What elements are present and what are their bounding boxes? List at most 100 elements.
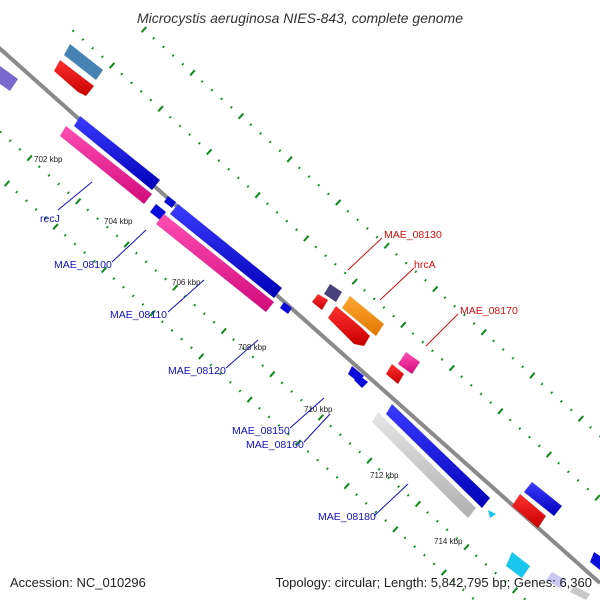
tick-dot: [335, 475, 339, 479]
tick-dot: [47, 173, 51, 177]
tick-dot: [469, 383, 473, 387]
tick-dot: [413, 545, 417, 549]
tick-dot: [395, 252, 398, 256]
tick-dot: [472, 322, 476, 326]
tick-dot: [528, 435, 531, 439]
tick-dot: [545, 451, 553, 458]
tick-dot: [162, 45, 165, 49]
tick-dot: [164, 277, 167, 281]
tick-dot: [149, 309, 156, 317]
tick-dot: [443, 296, 447, 300]
tick-dot: [550, 391, 554, 395]
tick-dot: [278, 149, 282, 153]
tick-dot: [324, 254, 327, 258]
tick-dot: [480, 328, 487, 336]
tick-dot: [171, 54, 175, 58]
genome-backbone: [0, 46, 600, 585]
tick-dot: [170, 328, 174, 332]
gene-label-MAE_08100: MAE_08100: [54, 259, 112, 271]
tick-dot: [306, 450, 310, 453]
tick-dot: [123, 241, 130, 248]
leader-MAE_08120: [225, 339, 259, 369]
tick-dot: [105, 225, 109, 229]
tick-dot: [489, 401, 493, 405]
tick-dot: [217, 159, 221, 163]
tick-dot: [375, 235, 379, 239]
tick-dot: [567, 470, 570, 474]
tick-dot: [26, 154, 33, 162]
tick-dot: [508, 418, 512, 422]
tick-dot: [209, 363, 213, 367]
tick-dot: [108, 62, 116, 69]
tick-dot: [37, 165, 41, 169]
leader-MAE_08130: [347, 237, 383, 271]
tick-dot: [100, 266, 108, 274]
tick-dot: [152, 36, 156, 40]
tick-dot: [404, 261, 408, 265]
tick-dot: [529, 372, 536, 379]
gene-blue-br-1: [524, 482, 562, 516]
tick-dot: [335, 199, 342, 206]
tick-dot: [86, 208, 90, 212]
tick-dot: [236, 176, 240, 180]
tick-dot: [238, 389, 242, 393]
gene-small-blue-3: [280, 302, 292, 314]
gene-MAE_08180-blue: [386, 404, 490, 508]
tick-dot: [461, 588, 465, 592]
leader-MAE_08180: [373, 483, 409, 517]
tick-dot: [71, 29, 75, 33]
gene-MAE_08100-blue: [170, 204, 282, 298]
tick-dot: [57, 182, 61, 186]
gene-labels-minus: recJ MAE_08100 MAE_08110 MAE_08120 MAE_0…: [40, 213, 376, 523]
tick-dot: [246, 396, 253, 403]
tick-dot: [440, 357, 444, 361]
tick-dot: [432, 285, 439, 293]
gene-red-mid: [312, 294, 328, 310]
gene-hrcA-orange: [342, 296, 384, 336]
tick-dot: [295, 228, 298, 232]
gene-purple-br: [546, 572, 566, 588]
gene-MAE_08110-pink: [156, 214, 274, 312]
tick-dot: [300, 398, 303, 402]
tick-dot: [557, 461, 561, 465]
tick-label-706: 706 kbp: [172, 278, 201, 287]
tick-dot: [198, 141, 201, 145]
tick-dot: [287, 432, 290, 436]
tick-dot: [397, 485, 400, 489]
tick-label-708: 708 kbp: [238, 343, 267, 352]
tick-dot: [317, 183, 321, 187]
gene-label-MAE_08170: MAE_08170: [460, 305, 518, 317]
tick-dot: [269, 370, 276, 378]
tick-dot: [172, 284, 179, 292]
tick-dot: [0, 130, 2, 134]
gene-small-blue-5: [354, 376, 368, 388]
tick-dot: [333, 262, 337, 266]
tick-dot: [569, 408, 573, 412]
tick-dot: [537, 444, 541, 448]
tick-dot: [424, 278, 427, 282]
tick-dot: [189, 69, 196, 77]
tick-dot: [316, 458, 320, 462]
gene-small-blue-1: [164, 196, 176, 208]
gene-blue-br-2: [590, 552, 600, 570]
scale-ticks: 702 kbp 704 kbp 706 kbp 708 kbp 710 kbp …: [34, 155, 463, 546]
gene-small-blue-2: [150, 204, 166, 220]
tick-dot: [411, 332, 415, 335]
tick-dot: [67, 191, 70, 195]
label-leaders: [57, 181, 459, 517]
tick-dot: [267, 415, 271, 419]
tick-dot: [297, 166, 301, 170]
tick-dot: [455, 537, 459, 540]
gene-label-MAE_08130: MAE_08130: [384, 229, 442, 241]
gene-cyan-br: [506, 552, 530, 578]
accession-text: Accession: NC_010296: [10, 575, 146, 590]
tick-dot: [392, 526, 399, 533]
tick-dot: [484, 562, 488, 566]
gene-red-br: [512, 494, 546, 528]
tick-dot: [403, 536, 407, 540]
tick-dot: [577, 415, 584, 422]
tick-dot: [139, 89, 143, 93]
leader-MAE_08170: [425, 313, 459, 347]
tick-dot: [140, 26, 148, 33]
tick-dot: [463, 313, 466, 317]
